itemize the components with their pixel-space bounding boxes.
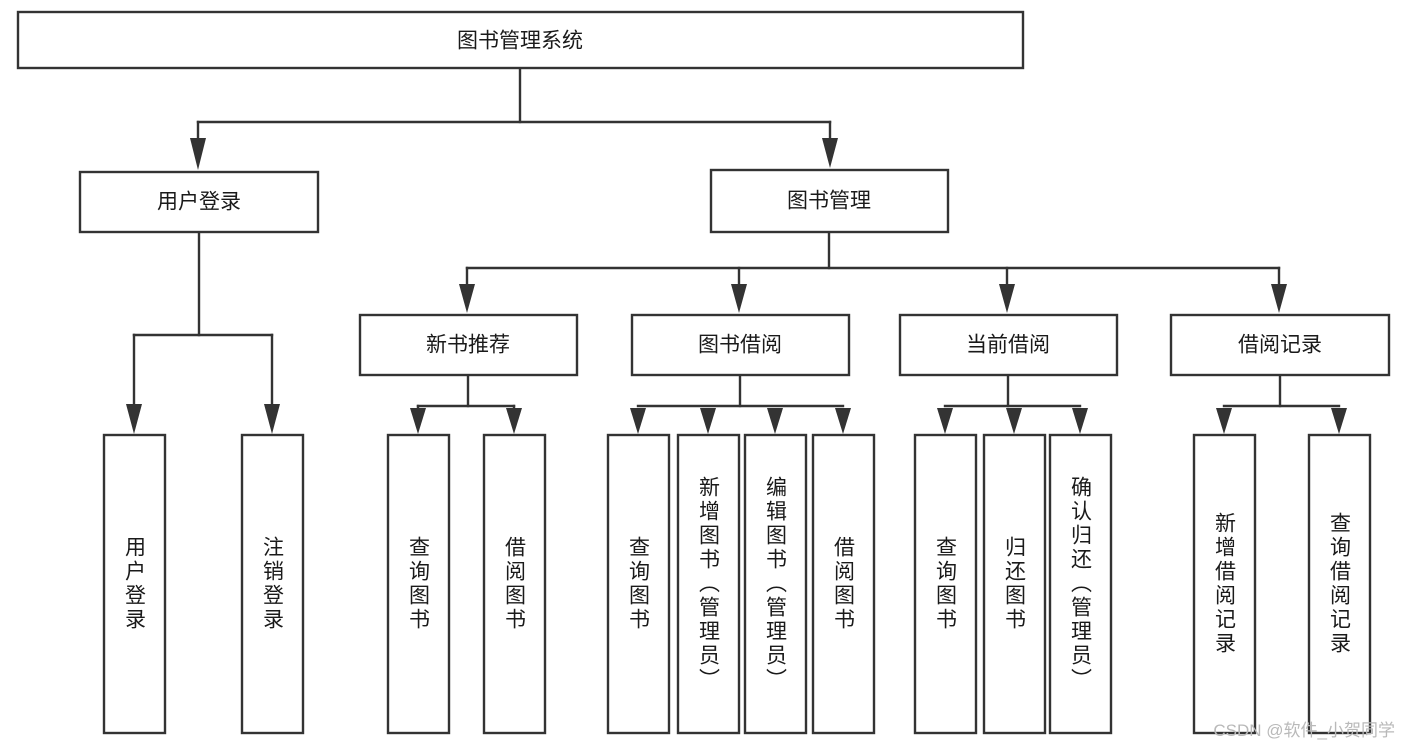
node-leaf-confirm-return[interactable]: 确认归还（管理员）: [1048, 433, 1113, 735]
arrow-to-borrow-record: [1271, 284, 1287, 313]
node-leaf-user-login[interactable]: 用户登录: [102, 433, 167, 735]
node-label-leaf-borrow-book-1: 借阅图书: [503, 536, 527, 632]
node-leaf-return-book[interactable]: 归还图书: [982, 433, 1047, 735]
node-box-leaf-edit-book[interactable]: [743, 433, 808, 735]
arrow-leaf-borrow-book-1: [506, 408, 522, 434]
arrow-leaf-add-record: [1216, 408, 1232, 434]
arrow-leaf-return-book: [1006, 408, 1022, 434]
node-label-leaf-edit-book: 编辑图书（管理员）: [764, 476, 788, 692]
node-label-leaf-query-book-1: 查询图书: [407, 536, 431, 632]
node-new-book-recommend[interactable]: 新书推荐: [358, 313, 579, 377]
node-box-leaf-query-book-1[interactable]: [386, 433, 451, 735]
node-user-login[interactable]: 用户登录: [78, 170, 320, 234]
arrow-to-new-book-recommend: [459, 284, 475, 313]
csdn-watermark: CSDN @软件_小贺同学: [1213, 721, 1395, 740]
node-label-new-book-recommend: 新书推荐: [426, 334, 510, 357]
arrow-leaf-add-book: [700, 408, 716, 434]
node-box-user-login[interactable]: [78, 170, 320, 234]
node-label-root: 图书管理系统: [457, 30, 583, 53]
node-book-management[interactable]: 图书管理: [709, 168, 950, 234]
node-leaf-query-book-2[interactable]: 查询图书: [606, 433, 671, 735]
node-box-leaf-borrow-book-1[interactable]: [482, 433, 547, 735]
arrow-leaf-borrow-book-2: [835, 408, 851, 434]
node-box-leaf-user-login[interactable]: [102, 433, 167, 735]
arrow-leaf-logout-login: [264, 404, 280, 434]
node-leaf-add-record[interactable]: 新增借阅记录: [1192, 433, 1257, 735]
node-box-leaf-borrow-book-2[interactable]: [811, 433, 876, 735]
node-leaf-logout-login[interactable]: 注销登录: [240, 433, 305, 735]
arrow-leaf-query-record: [1331, 408, 1347, 434]
node-current-borrow[interactable]: 当前借阅: [898, 313, 1119, 377]
node-label-leaf-add-book: 新增图书（管理员）: [697, 476, 721, 692]
node-book-borrow[interactable]: 图书借阅: [630, 313, 851, 377]
node-label-leaf-logout-login: 注销登录: [261, 536, 285, 632]
node-leaf-borrow-book-2[interactable]: 借阅图书: [811, 433, 876, 735]
node-leaf-edit-book[interactable]: 编辑图书（管理员）: [743, 433, 808, 735]
node-label-leaf-query-book-3: 查询图书: [934, 536, 958, 632]
node-leaf-query-book-3[interactable]: 查询图书: [913, 433, 978, 735]
node-label-user-login: 用户登录: [157, 191, 241, 214]
node-box-book-borrow[interactable]: [630, 313, 851, 377]
node-label-leaf-borrow-book-2: 借阅图书: [832, 536, 856, 632]
node-book-management-system[interactable]: 图书管理系统: [16, 10, 1025, 70]
arrow-leaf-confirm-return: [1072, 408, 1088, 434]
node-label-leaf-user-login: 用户登录: [123, 536, 147, 632]
node-box-leaf-return-book[interactable]: [982, 433, 1047, 735]
node-leaf-query-book-1[interactable]: 查询图书: [386, 433, 451, 735]
connector-layer: [126, 66, 1347, 434]
node-box-leaf-add-book[interactable]: [676, 433, 741, 735]
node-leaf-add-book[interactable]: 新增图书（管理员）: [676, 433, 741, 735]
node-label-book-management: 图书管理: [787, 190, 871, 213]
node-box-leaf-query-book-2[interactable]: [606, 433, 671, 735]
arrow-root-to-book-management: [822, 138, 838, 168]
arrow-leaf-user-login: [126, 404, 142, 434]
node-box-leaf-query-book-3[interactable]: [913, 433, 978, 735]
node-label-book-borrow: 图书借阅: [698, 334, 782, 357]
node-label-leaf-query-record: 查询借阅记录: [1328, 512, 1352, 656]
arrow-leaf-query-book-3: [937, 408, 953, 434]
node-leaf-borrow-book-1[interactable]: 借阅图书: [482, 433, 547, 735]
node-label-leaf-confirm-return: 确认归还（管理员）: [1069, 476, 1093, 692]
arrow-leaf-query-book-2: [630, 408, 646, 434]
node-box-borrow-record[interactable]: [1169, 313, 1391, 377]
node-box-book-management[interactable]: [709, 168, 950, 234]
node-box-leaf-logout-login[interactable]: [240, 433, 305, 735]
node-leaf-query-record[interactable]: 查询借阅记录: [1307, 433, 1372, 735]
node-label-leaf-return-book: 归还图书: [1003, 536, 1027, 632]
node-box-current-borrow[interactable]: [898, 313, 1119, 377]
node-box-leaf-confirm-return[interactable]: [1048, 433, 1113, 735]
node-label-borrow-record: 借阅记录: [1238, 334, 1322, 357]
node-borrow-record[interactable]: 借阅记录: [1169, 313, 1391, 377]
arrow-leaf-edit-book: [767, 408, 783, 434]
arrow-to-current-borrow: [999, 284, 1015, 313]
node-label-leaf-add-record: 新增借阅记录: [1213, 512, 1237, 656]
arrow-leaf-query-book-1: [410, 408, 426, 434]
node-label-leaf-query-book-2: 查询图书: [627, 536, 651, 632]
node-label-current-borrow: 当前借阅: [966, 334, 1050, 357]
node-box-new-book-recommend[interactable]: [358, 313, 579, 377]
node-box-leaf-query-record[interactable]: [1307, 433, 1372, 735]
node-box-leaf-add-record[interactable]: [1192, 433, 1257, 735]
node-box-root[interactable]: [16, 10, 1025, 70]
arrow-root-to-user-login: [190, 138, 206, 170]
arrow-to-book-borrow: [731, 284, 747, 313]
